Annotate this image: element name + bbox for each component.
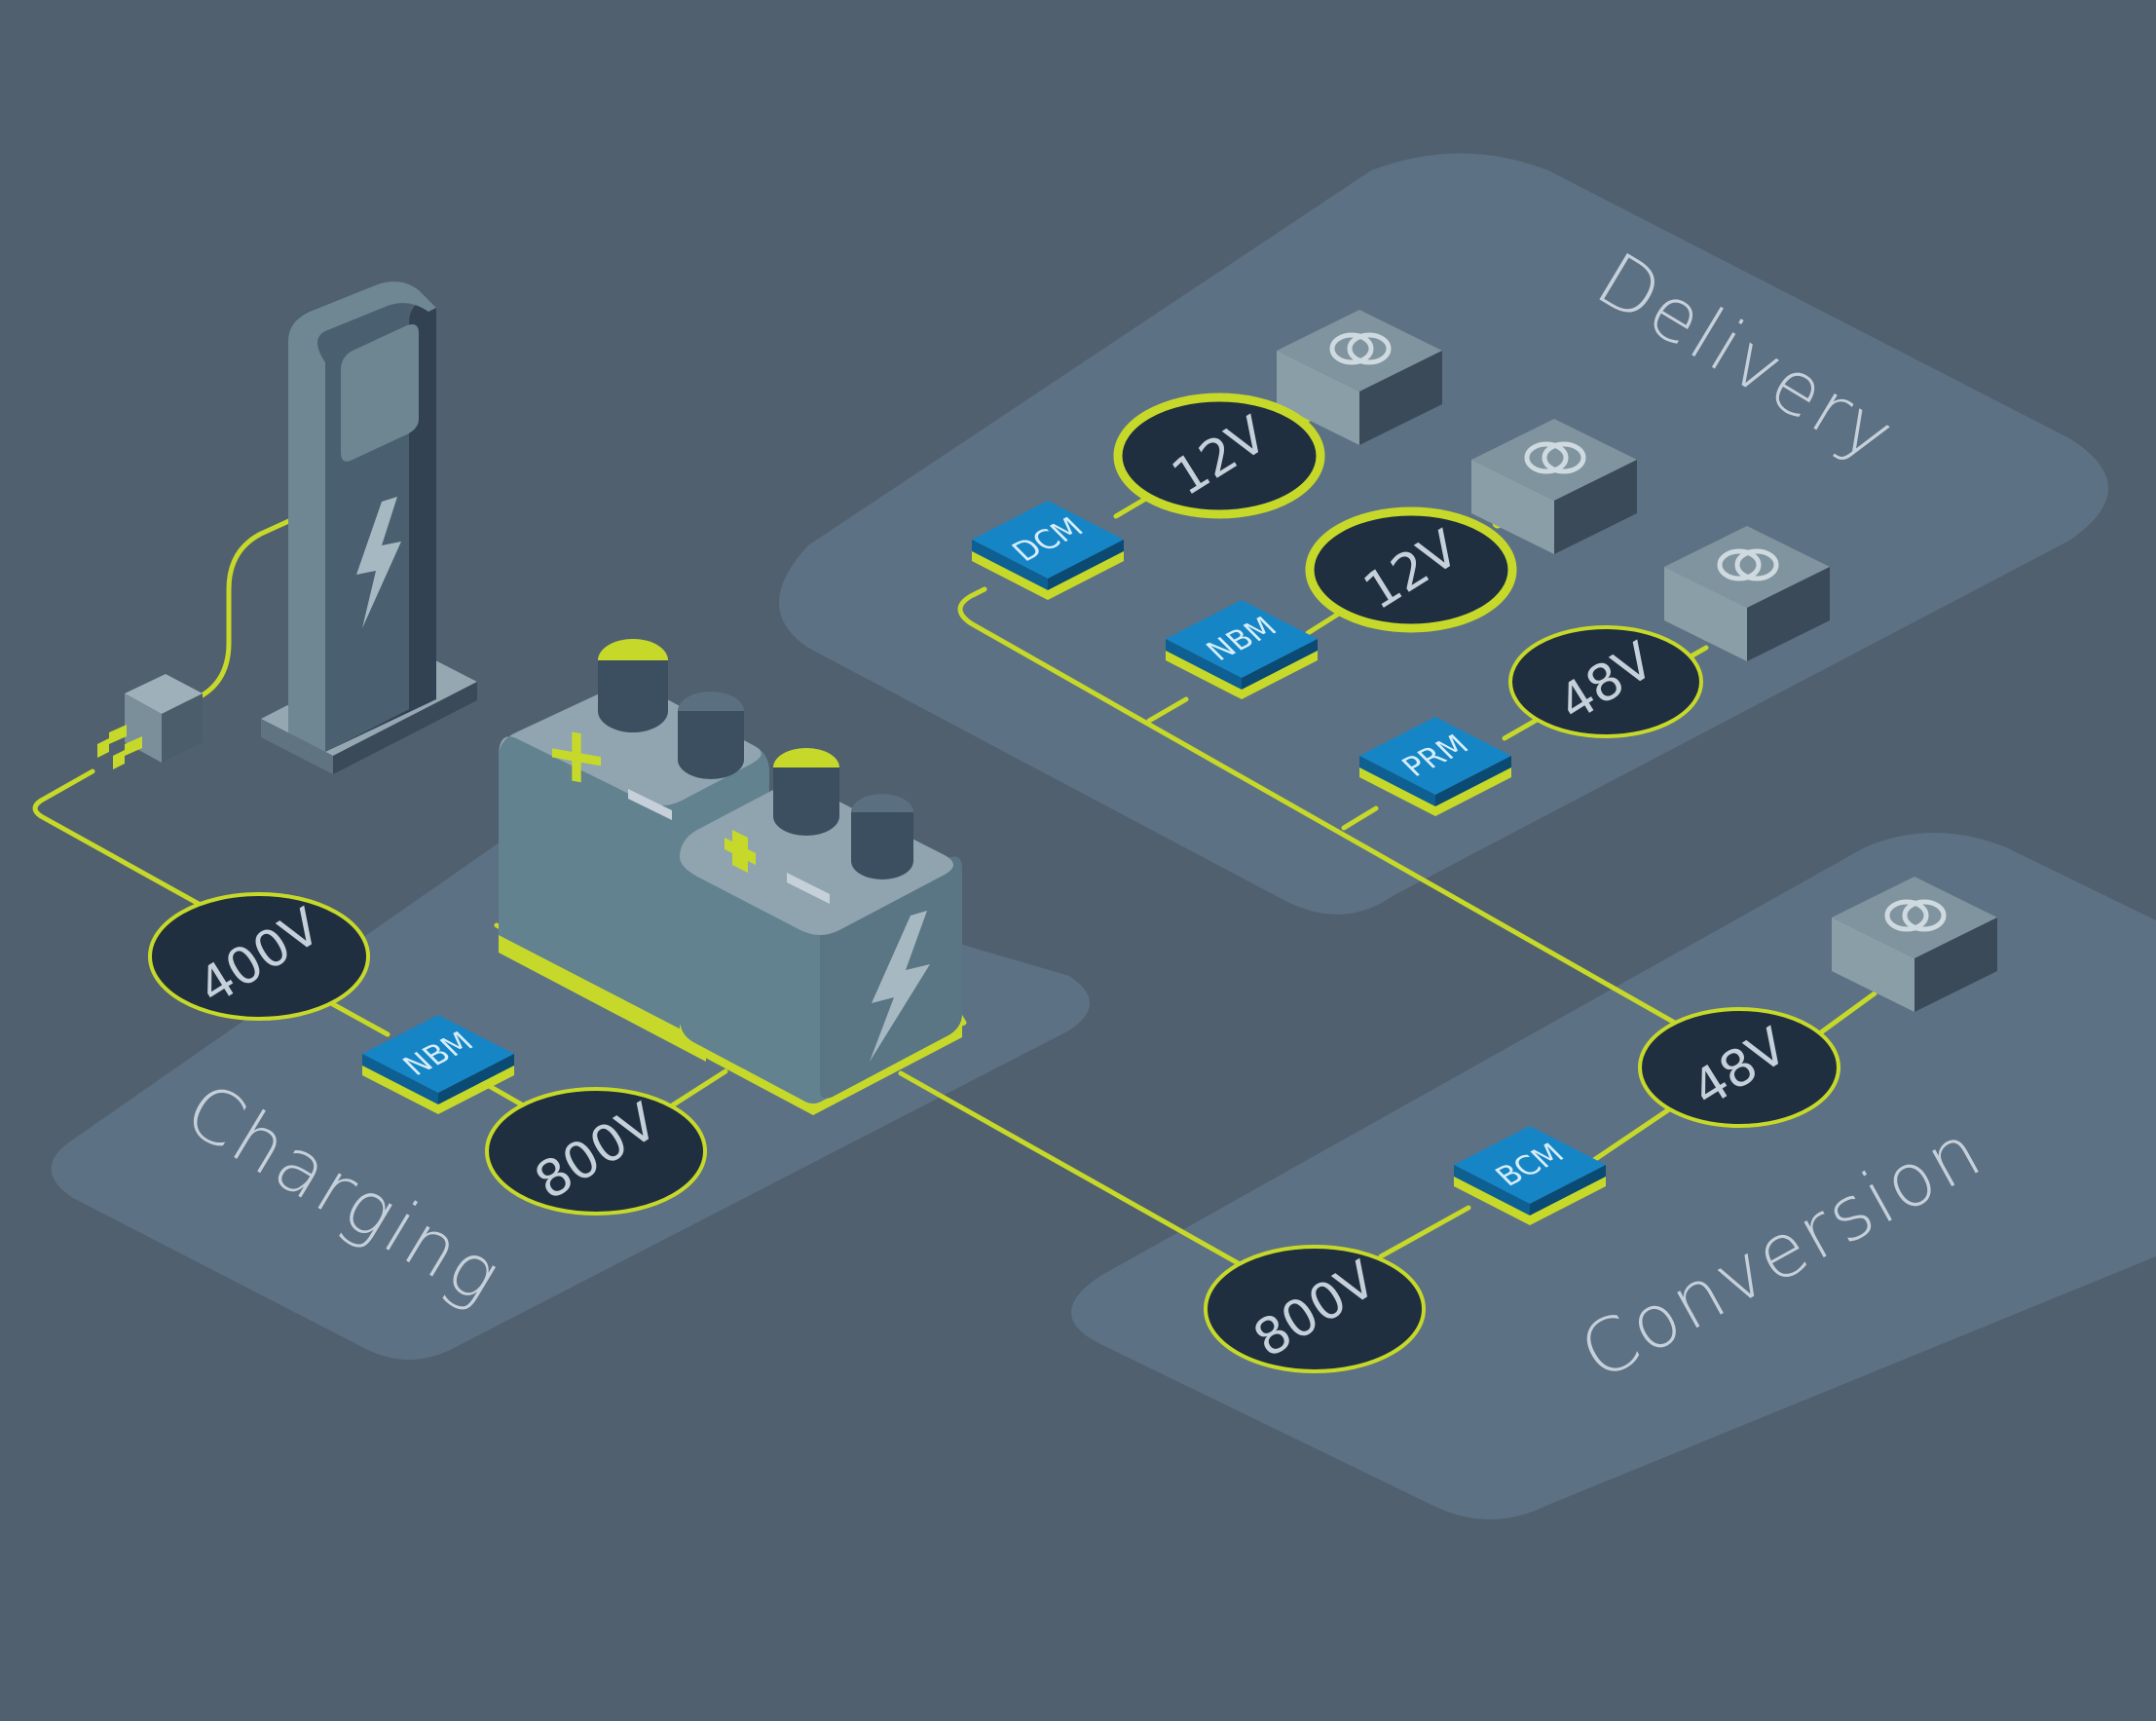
voltage-node-charging-out: 800V [485,1087,707,1216]
module-nbm-charging: NBM [362,1015,514,1114]
load-coil-icon [1832,877,1997,1012]
voltage-node-conversion-out: 48V [1638,1007,1840,1128]
load-coil-icon [1471,419,1637,554]
voltage-node-delivery-3: 48V [1508,625,1703,738]
module-bcm: BCM [1454,1126,1606,1225]
module-prm: PRM [1359,717,1511,816]
voltage-node-charging-in: 400V [148,892,370,1021]
module-nbm-delivery: NBM [1166,600,1318,699]
wires [32,403,1877,1272]
voltage-node-delivery-2: 12V [1305,506,1517,633]
plug-icon [97,674,203,769]
load-coil-icon [1277,310,1442,445]
battery-plus-sign: + [543,704,609,806]
module-dcm: DCM [972,501,1124,600]
load-coil-icon [1664,526,1830,661]
voltage-node-delivery-1: 12V [1113,393,1325,519]
lightning-bolt-icon [870,911,930,1062]
charging-station-icon [261,281,477,774]
battery-icon [680,748,962,1115]
lightning-bolt-icon [356,497,401,628]
voltage-node-conversion-in: 800V [1204,1245,1426,1373]
